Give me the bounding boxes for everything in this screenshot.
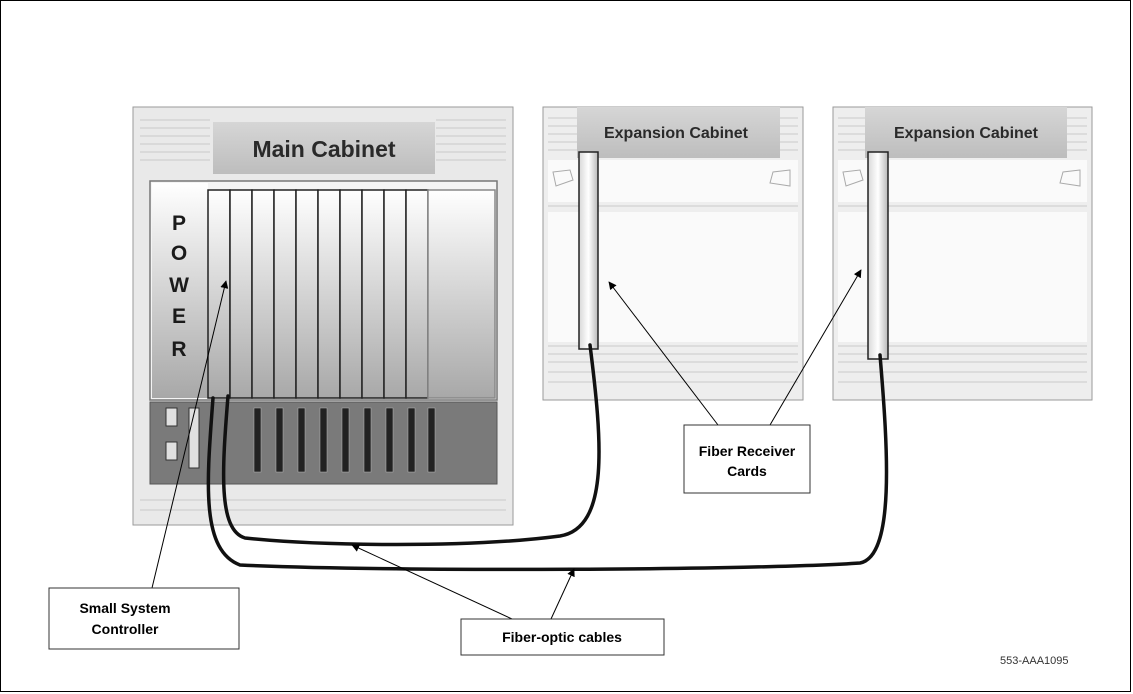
callout-leaders xyxy=(151,269,862,620)
fiber-cable-2 xyxy=(206,353,889,572)
svg-text:P: P xyxy=(172,212,186,235)
expansion-cabinet-1: Expansion Cabinet xyxy=(542,106,804,401)
svg-text:Small System: Small System xyxy=(79,600,170,616)
power-supply xyxy=(152,183,208,398)
svg-text:Cards: Cards xyxy=(727,463,767,479)
svg-text:R: R xyxy=(171,338,186,361)
expansion-cabinet-1-header xyxy=(577,107,780,158)
svg-text:Fiber Receiver: Fiber Receiver xyxy=(699,443,796,459)
card-slots xyxy=(207,189,496,399)
svg-text:E: E xyxy=(172,305,186,328)
callout-small-system-controller: Small System Controller xyxy=(48,587,240,650)
figure-id: 553-AAA1095 xyxy=(1000,655,1069,667)
expansion-cabinet-2-title: Expansion Cabinet xyxy=(894,125,1039,142)
svg-text:O: O xyxy=(171,242,187,265)
power-label: P O W E R xyxy=(169,212,189,361)
expansion-cabinet-2: Expansion Cabinet xyxy=(832,106,1093,401)
svg-text:W: W xyxy=(169,274,189,297)
callout-fiber-receiver-cards: Fiber Receiver Cards xyxy=(683,424,811,494)
svg-text:Fiber-optic cables: Fiber-optic cables xyxy=(502,629,622,645)
fiber-receiver-card-1 xyxy=(578,151,599,350)
main-cabinet-header xyxy=(213,122,435,174)
main-cabinet: Main Cabinet P O W E R xyxy=(132,106,514,526)
fiber-receiver-card-2 xyxy=(867,151,889,360)
fiber-optic-cables xyxy=(206,343,889,572)
main-cabinet-title: Main Cabinet xyxy=(252,136,395,162)
expansion-cabinet-1-title: Expansion Cabinet xyxy=(604,125,749,142)
expansion-cabinet-2-header xyxy=(865,107,1067,158)
svg-text:Controller: Controller xyxy=(92,621,159,637)
connector-ports xyxy=(165,407,436,473)
fiber-cable-1 xyxy=(221,343,601,547)
callout-fiber-optic-cables: Fiber-optic cables xyxy=(460,618,665,656)
